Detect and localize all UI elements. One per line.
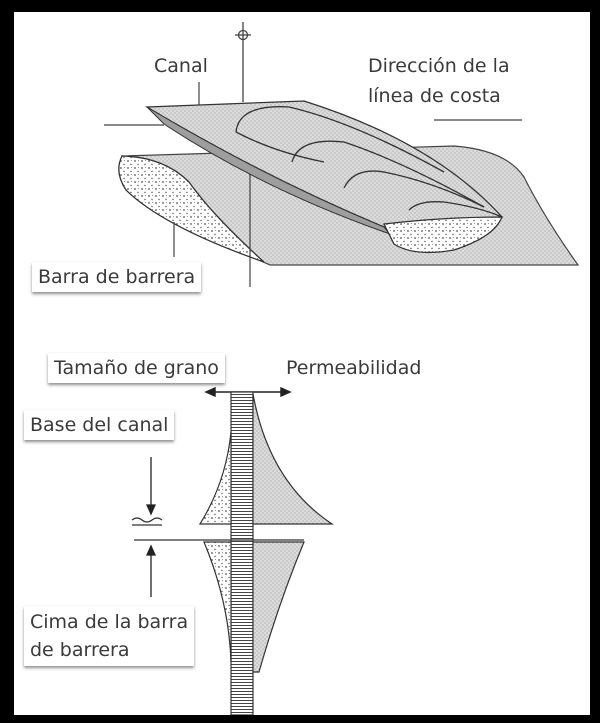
label-canal: Canal (154, 55, 208, 77)
lithology-column (230, 391, 254, 715)
upper-grain-size-shape (198, 431, 232, 525)
lower-grain-size-shape (203, 541, 232, 663)
block-diagram (104, 22, 580, 287)
lower-permeability-shape (252, 541, 305, 673)
label-cima-line1: Cima de la barra (30, 611, 189, 633)
down-arrow-icon (145, 457, 157, 516)
label-cima-line2: de barrera (30, 639, 130, 661)
label-cima-de-la-barra: Cima de la barra de barrera (24, 606, 195, 666)
upper-permeability-shape (252, 393, 334, 525)
channel-fill-lens (383, 216, 503, 254)
label-tamano-de-grano: Tamaño de grano (48, 353, 225, 383)
up-arrow-icon (145, 544, 157, 597)
vertical-log (131, 386, 334, 715)
label-barra-de-barrera: Barra de barrera (32, 262, 202, 292)
barrier-bar-lens (118, 155, 265, 263)
label-direccion-line2: línea de costa (368, 85, 501, 107)
label-permeabilidad: Permeabilidad (286, 357, 422, 379)
diagram-drawing (104, 22, 580, 715)
diagram-paper: Canal Dirección de la línea de costa Bar… (14, 12, 590, 715)
label-direccion-line1: Dirección de la (368, 55, 510, 77)
label-base-del-canal: Base del canal (24, 410, 175, 440)
erosional-base-symbol (131, 517, 163, 523)
crosshair-icon (235, 22, 251, 102)
